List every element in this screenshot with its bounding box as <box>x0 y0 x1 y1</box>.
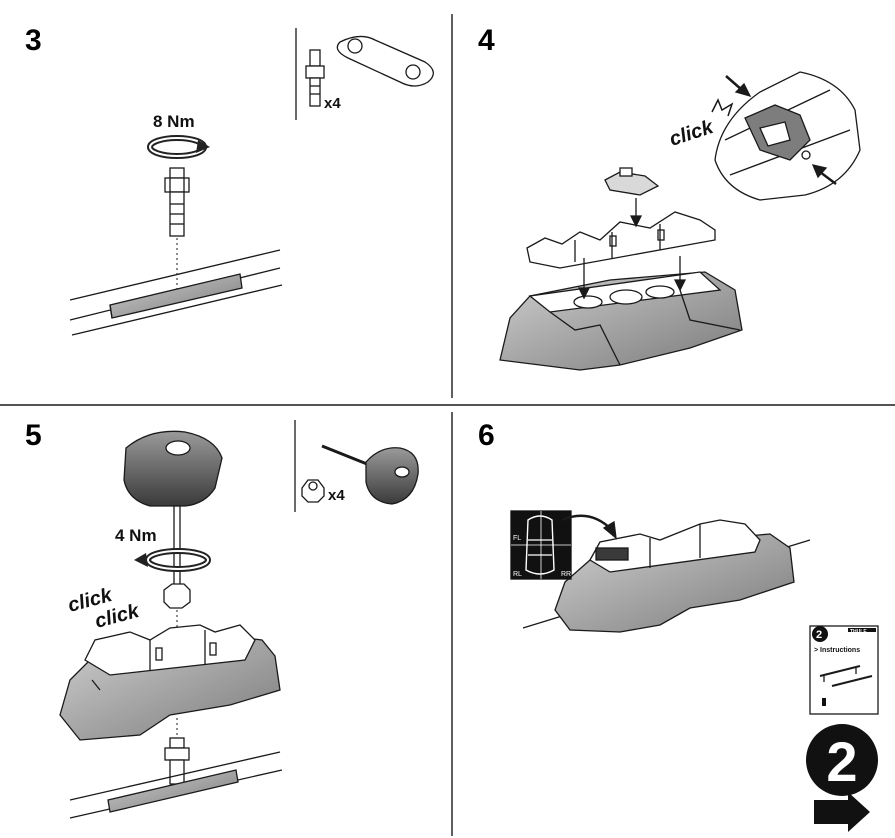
car-label-fl: FL <box>513 535 521 542</box>
panel-dividers <box>0 14 895 836</box>
roof-rail <box>69 249 283 336</box>
clamp-part <box>604 167 660 196</box>
knob-tool-icon <box>123 430 223 587</box>
step-number-4: 4 <box>478 24 495 57</box>
step6-illustration: FL RL RR 2 THULE > Instructions 2 <box>510 510 879 832</box>
bracket-part <box>526 211 716 269</box>
small-bolt-icon <box>305 49 325 107</box>
booklet-number: 2 <box>816 629 822 641</box>
click-burst-icon <box>711 98 734 117</box>
instructions-booklet-icon <box>809 625 879 715</box>
down-arrows <box>577 198 687 300</box>
roof-rail <box>69 751 283 819</box>
step3-quantity: x4 <box>324 95 341 112</box>
nut-small-icon <box>301 479 325 503</box>
bolt-icon <box>164 737 190 785</box>
knob-key-icon <box>321 444 419 505</box>
bolt-icon <box>164 167 190 237</box>
next-badge-number: 2 <box>826 730 857 793</box>
next-badge <box>806 724 878 796</box>
booklet-brand: THULE <box>850 629 867 635</box>
step5-torque-label: 4 Nm <box>115 526 157 545</box>
nut-icon <box>163 583 191 609</box>
step-number-3: 3 <box>25 24 42 57</box>
next-arrow-icon[interactable] <box>814 792 870 832</box>
car-label-rl: RL <box>513 571 522 578</box>
rotate-arrow-icon <box>147 135 210 159</box>
step3-illustration: 8 Nm <box>69 28 434 336</box>
foot-base <box>499 271 743 371</box>
flat-plate-icon <box>336 35 434 87</box>
detail-arrows <box>725 75 837 185</box>
step4-illustration: click <box>499 71 861 371</box>
step5-quantity: x4 <box>328 487 345 504</box>
step-number-5: 5 <box>25 419 42 452</box>
foot-installed <box>554 519 795 633</box>
curved-arrow-icon <box>561 514 617 540</box>
car-position-icon <box>510 510 572 580</box>
car-label-rr: RR <box>561 571 571 578</box>
foot-assembly <box>59 624 281 741</box>
rotate-arrow-icon <box>134 548 211 572</box>
step5-illustration: 4 Nm click click <box>59 420 419 819</box>
step3-torque-label: 8 Nm <box>153 112 195 131</box>
step-number-6: 6 <box>478 419 495 452</box>
step4-click-label: click <box>667 116 717 151</box>
booklet-title: > Instructions <box>814 647 860 654</box>
